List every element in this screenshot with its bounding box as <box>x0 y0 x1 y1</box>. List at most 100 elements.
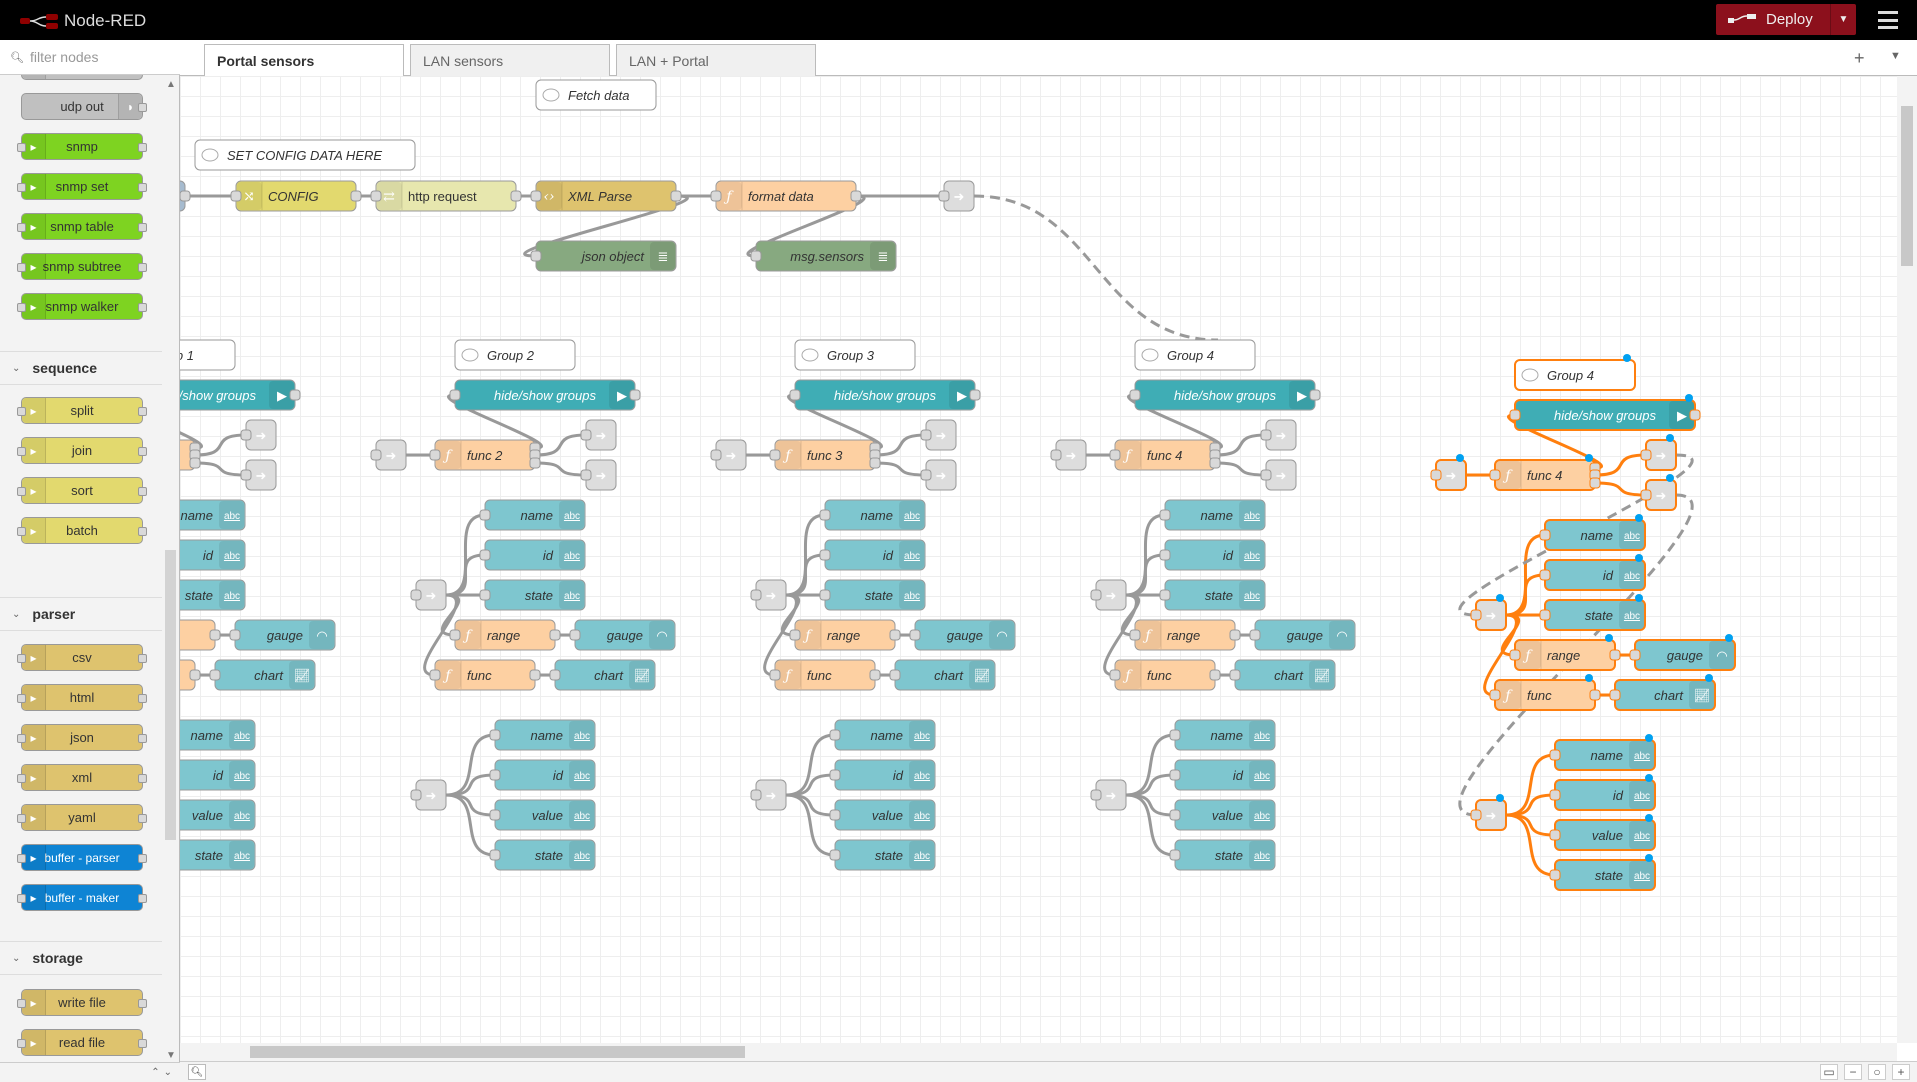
node-port[interactable] <box>1309 389 1321 401</box>
input-port[interactable] <box>17 999 26 1008</box>
wire[interactable] <box>1507 413 1603 470</box>
ui-chart-node[interactable]: 📈︎chart <box>209 659 316 691</box>
palette-category-sequence[interactable]: ⌄sequence <box>0 351 162 385</box>
output-port[interactable] <box>138 527 147 536</box>
output-port[interactable] <box>138 183 147 192</box>
node-port[interactable] <box>819 589 831 601</box>
node-port[interactable] <box>819 509 831 521</box>
zoom-in-icon[interactable]: + <box>1892 1064 1910 1080</box>
palette-node-join[interactable]: ▸join <box>17 437 147 464</box>
node-port[interactable] <box>1539 609 1551 621</box>
link-node[interactable]: ➜ <box>1090 779 1127 811</box>
node-port[interactable] <box>1549 829 1561 841</box>
node-port[interactable] <box>789 389 801 401</box>
link-node[interactable]: ➜ <box>370 439 407 471</box>
output-port[interactable] <box>138 854 147 863</box>
palette-node-batch[interactable]: ▸batch <box>17 517 147 544</box>
node-port[interactable] <box>1129 629 1141 641</box>
wire[interactable] <box>423 593 458 677</box>
wire[interactable] <box>445 793 496 857</box>
canvas-hscroll-thumb[interactable] <box>250 1046 745 1058</box>
node-port[interactable] <box>530 190 542 202</box>
node-port[interactable] <box>1470 809 1482 821</box>
wire[interactable] <box>1505 753 1556 817</box>
output-port[interactable] <box>138 447 147 456</box>
node-port[interactable] <box>1549 749 1561 761</box>
ui-gauge-node[interactable]: ◠gauge <box>1249 619 1356 651</box>
node-port[interactable] <box>1129 389 1141 401</box>
ui-chart-node-selected[interactable]: 📈︎chart <box>1609 674 1716 711</box>
link-node[interactable]: ➜ <box>1640 474 1677 511</box>
wire[interactable] <box>1594 481 1647 497</box>
output-port[interactable] <box>138 263 147 272</box>
palette-node-yaml[interactable]: ▸yaml <box>17 804 147 831</box>
palette-node-html[interactable]: ▸html <box>17 684 147 711</box>
node-port[interactable] <box>350 190 362 202</box>
deploy-options-caret-icon[interactable]: ▼ <box>1830 4 1856 35</box>
wire[interactable] <box>1127 393 1223 450</box>
node-port[interactable] <box>829 809 841 821</box>
link-node[interactable]: ➜ <box>410 579 447 611</box>
node-port[interactable] <box>240 429 252 441</box>
wire[interactable] <box>1594 453 1647 477</box>
node-port[interactable] <box>750 250 762 262</box>
link-node[interactable]: ➜ <box>938 180 975 212</box>
wire[interactable] <box>534 433 587 457</box>
input-port[interactable] <box>17 774 26 783</box>
input-port[interactable] <box>17 734 26 743</box>
comment-node-fetch-data[interactable]: Fetch data <box>535 79 657 111</box>
scroll-up-icon[interactable]: ▲ <box>166 79 176 90</box>
tab-lan-sensors[interactable]: LAN sensors <box>410 44 610 76</box>
node-port[interactable] <box>1229 629 1241 641</box>
node-port[interactable] <box>1209 457 1221 469</box>
node-port[interactable] <box>1489 469 1501 481</box>
palette-node-write-file[interactable]: ▸write file <box>17 989 147 1016</box>
palette-node-buffer-parser[interactable]: ▸buffer - parser <box>17 844 147 871</box>
link-node[interactable]: ➜ <box>1260 459 1297 491</box>
node-port[interactable] <box>580 429 592 441</box>
node-port[interactable] <box>769 449 781 461</box>
node-port[interactable] <box>549 629 561 641</box>
node-port[interactable] <box>789 629 801 641</box>
http-request-node[interactable]: ⇄http request <box>370 180 522 212</box>
palette-node-udp-out[interactable]: ◗udp out <box>21 93 147 120</box>
wire[interactable] <box>1125 733 1176 797</box>
output-port[interactable] <box>138 487 147 496</box>
ui-gauge-node[interactable]: ◠gauge <box>909 619 1016 651</box>
debug-node-msg-sensors[interactable]: ≣msg.sensors <box>750 240 897 272</box>
node-port[interactable] <box>180 190 191 202</box>
node-port[interactable] <box>229 629 241 641</box>
wire[interactable] <box>445 513 486 597</box>
add-tab-icon[interactable]: + <box>1854 48 1865 68</box>
palette-node-snmp-subtree[interactable]: ▸snmp subtree <box>17 253 147 280</box>
node-port[interactable] <box>510 190 522 202</box>
link-node[interactable]: ➜ <box>1090 579 1127 611</box>
node-port[interactable] <box>869 669 881 681</box>
wire[interactable] <box>874 461 927 477</box>
node-port[interactable] <box>1539 569 1551 581</box>
node-port[interactable] <box>1260 469 1272 481</box>
input-port[interactable] <box>17 263 26 272</box>
workspace-search-icon[interactable]: 🔍︎ <box>188 1064 206 1080</box>
wire[interactable] <box>445 733 496 797</box>
node-port[interactable] <box>1249 629 1261 641</box>
canvas-vertical-scrollbar[interactable] <box>1897 76 1917 1043</box>
